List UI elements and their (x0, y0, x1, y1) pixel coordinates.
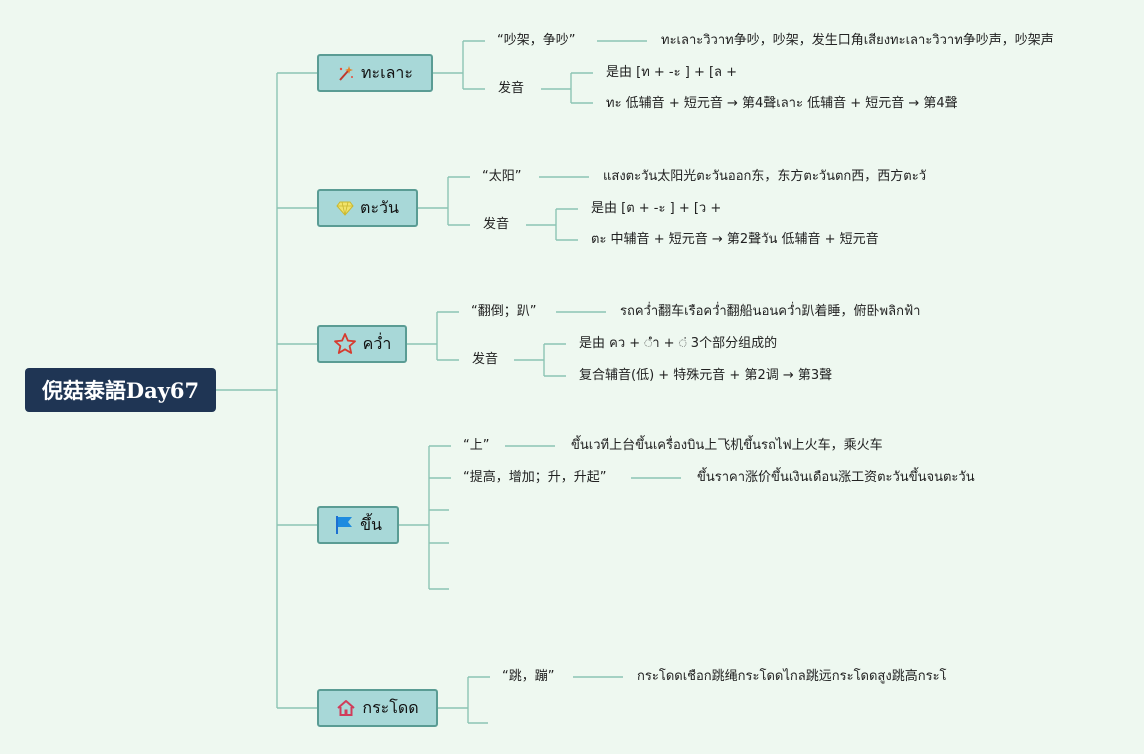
pronunciation-line: 是由 [ท + -ะ ] + [ล + (606, 65, 738, 80)
root-node[interactable]: 倪菇泰語Day67 (25, 368, 216, 412)
topic-label: กระโดด (362, 697, 419, 717)
pronunciation-line: 是由 [ต + -ะ ] + [ว + (591, 201, 722, 216)
example-text: ขึ้นเวที上台ขึ้นเครื่องบิน上飞机ขึ้นรถไฟ上火车，乘… (571, 438, 883, 453)
meaning-text: “上” (463, 438, 490, 453)
topic-node-1[interactable]: ทะเลาะ (317, 54, 433, 92)
topic-label: ขึ้น (360, 514, 382, 534)
pronunciation-label: 发音 (483, 217, 510, 232)
root-label: 倪菇泰語Day67 (41, 378, 200, 403)
magic-wand-icon (337, 64, 355, 82)
meaning-text: “太阳” (482, 169, 522, 184)
topic-node-2[interactable]: ตะวัน (317, 189, 418, 227)
diamond-icon (336, 199, 354, 217)
example-text: แสงตะวัน太阳光ตะวันออก东，东方ตะวันตก西，西方ตะวั (603, 169, 927, 184)
topic-label: คว่ำ (362, 333, 392, 353)
flag-icon (334, 515, 354, 535)
pronunciation-label: 发音 (472, 352, 499, 367)
meaning-text: “提高，增加；升，升起” (463, 470, 607, 485)
topic-node-4[interactable]: ขึ้น (317, 506, 399, 544)
star-icon (333, 332, 357, 356)
example-text: กระโดดเชือก跳绳กระโดดไกล跳远กระโดดสูง跳高กระโ (637, 669, 947, 684)
pronunciation-line: 复合辅音(低) + 特殊元音 + 第2调 → 第3聲 (579, 368, 833, 383)
home-icon (336, 698, 356, 718)
topic-label: ตะวัน (360, 197, 399, 217)
meaning-text: “翻倒；趴” (471, 304, 537, 319)
meaning-text: “跳，蹦” (502, 669, 555, 684)
pronunciation-line: 是由 คว + ◌ำ + ◌่ 3个部分组成的 (579, 336, 778, 351)
topic-label: ทะเลาะ (361, 62, 413, 82)
pronunciation-line: ตะ 中辅音 + 短元音 → 第2聲วัน 低辅音 + 短元音 (591, 232, 879, 247)
example-text: ขึ้นราคา涨价ขึ้นเงินเดือน涨工资ตะวันขึ้นจนตะว… (697, 470, 975, 485)
topic-node-3[interactable]: คว่ำ (317, 325, 407, 363)
meaning-text: “吵架，争吵” (497, 33, 576, 48)
example-text: รถคว่ำ翻车เรือคว่ำ翻船นอนคว่ำ趴着睡，俯卧พลิกฟ้า (620, 304, 921, 319)
example-text: ทะเลาะวิวาท争吵，吵架，发生口角เสียงทะเลาะวิวาท争吵声… (661, 33, 1054, 48)
pronunciation-label: 发音 (498, 81, 525, 96)
pronunciation-line: ทะ 低辅音 + 短元音 → 第4聲เลาะ 低辅音 + 短元音 → 第4聲 (606, 96, 958, 111)
topic-node-5[interactable]: กระโดด (317, 689, 438, 727)
